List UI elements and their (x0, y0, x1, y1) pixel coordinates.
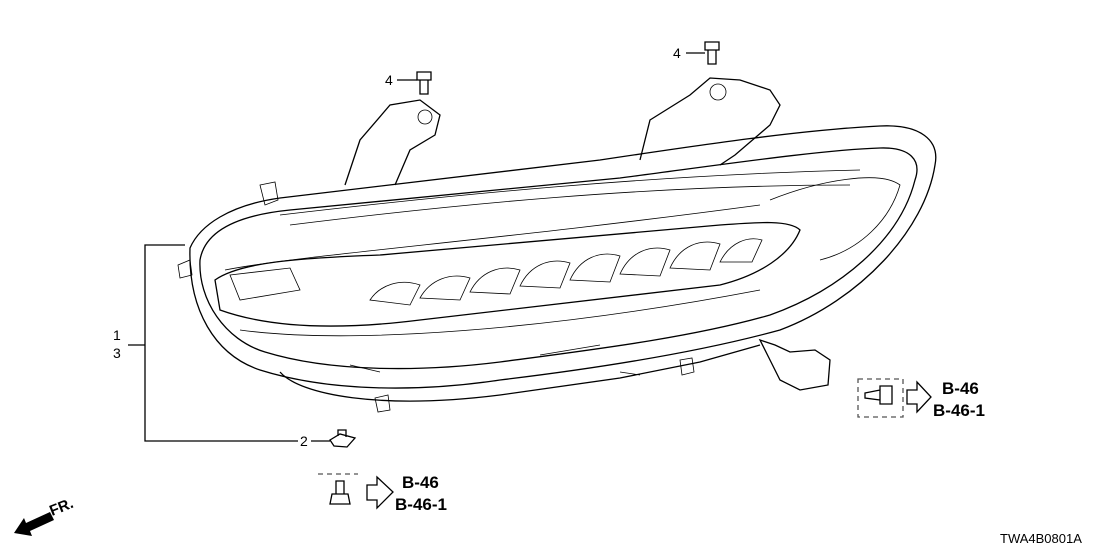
callout-4a: 4 (385, 72, 393, 88)
front-arrow-icon (14, 512, 54, 536)
reference-arrow-icon (366, 475, 394, 510)
callout-1: 1 (113, 327, 121, 343)
reference-right-line2[interactable]: B-46-1 (933, 401, 985, 420)
bolt-icon (864, 385, 893, 405)
bolt-icon (329, 480, 351, 505)
led-elements (229, 238, 763, 306)
callout-4b: 4 (673, 45, 681, 61)
reference-lower-line1[interactable]: B-46 (402, 473, 439, 492)
reference-lower-line2[interactable]: B-46-1 (395, 495, 447, 514)
leader-bracket (144, 244, 298, 442)
callout-3: 3 (113, 345, 121, 361)
callout-2: 2 (300, 433, 308, 449)
bolt-icon (416, 41, 720, 95)
reference-right-line1[interactable]: B-46 (942, 379, 979, 398)
diagram-code: TWA4B0801A (1000, 531, 1082, 546)
dashed-box (857, 378, 904, 418)
clip-nut-icon (329, 429, 357, 448)
front-indicator: FR. (47, 495, 76, 520)
reference-arrow-icon (906, 380, 932, 414)
headlight-assembly (177, 77, 937, 413)
